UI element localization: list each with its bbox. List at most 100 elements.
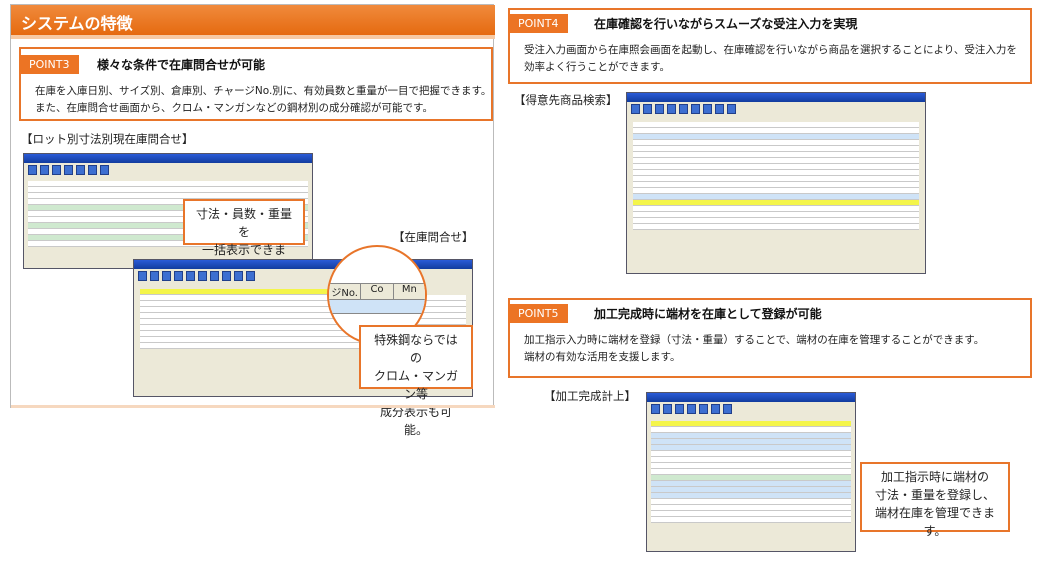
grid-row	[633, 146, 919, 152]
toolbar-icon	[210, 271, 219, 281]
grid-row	[633, 164, 919, 170]
toolbar-icon	[150, 271, 159, 281]
toolbar-icon	[643, 104, 652, 114]
grid-row	[28, 229, 308, 235]
callout-components: 特殊鋼ならではの クロム・マンガン等 成分表示も可能。	[359, 325, 473, 437]
grid-row	[633, 134, 919, 140]
point3-desc-line1: 在庫を入庫日別、サイズ別、倉庫別、チャージNo.別に、有効員数と重量が一目で把握…	[35, 85, 492, 97]
grid-row	[140, 331, 466, 337]
window-titlebar	[647, 393, 855, 402]
point5-box: POINT5 加工完成時に端材を在庫として登録が可能 加工指示入力時に端材を登録…	[508, 298, 1032, 378]
grid-row	[28, 235, 308, 241]
point5-tag: POINT5	[508, 304, 569, 323]
toolbar-icon	[234, 271, 243, 281]
point4-desc-line1: 受注入力画面から在庫照会画面を起動し、在庫確認を行いながら商品を選択することによ…	[524, 44, 1017, 56]
grid-row	[140, 325, 466, 331]
toolbar-icon	[138, 271, 147, 281]
grid-row	[140, 307, 466, 313]
toolbar-icon	[88, 165, 97, 175]
point4-desc-line2: 効率よく行うことができます。	[524, 61, 670, 73]
grid-row	[651, 463, 851, 469]
grid-row	[651, 475, 851, 481]
grid-row	[651, 427, 851, 433]
toolbar-icon	[715, 104, 724, 114]
grid-row	[651, 445, 851, 451]
toolbar-icon	[246, 271, 255, 281]
grid-row	[633, 194, 919, 200]
grid-row	[28, 181, 308, 187]
toolbar-icon	[186, 271, 195, 281]
grid-row	[651, 511, 851, 517]
window-grid	[627, 118, 925, 234]
point5-title: 加工完成時に端材を在庫として登録が可能	[594, 307, 822, 321]
grid-row	[28, 223, 308, 229]
point5-desc-line2: 端材の有効な活用を支援します。	[524, 351, 681, 363]
toolbar-icon	[667, 104, 676, 114]
window-toolbar	[627, 102, 925, 118]
grid-row	[651, 505, 851, 511]
toolbar-icon	[76, 165, 85, 175]
grid-row	[633, 140, 919, 146]
point5-desc-line1: 加工指示入力時に端材を登録（寸法・重量）することで、端材の在庫を管理することがで…	[524, 334, 985, 346]
grid-row	[651, 421, 851, 427]
bottom-rule	[11, 405, 495, 408]
toolbar-icon	[679, 104, 688, 114]
toolbar-icon	[631, 104, 640, 114]
grid-row	[633, 122, 919, 128]
toolbar-icon	[675, 404, 684, 414]
grid-row	[651, 433, 851, 439]
grid-row	[651, 439, 851, 445]
point4-title: 在庫確認を行いながらスムーズな受注入力を実現	[594, 17, 858, 31]
grid-row	[633, 176, 919, 182]
toolbar-icon	[703, 104, 712, 114]
callout-line: 特殊鋼ならではの	[374, 333, 458, 365]
grid-row	[651, 457, 851, 463]
caption-process-complete: 【加工完成計上】	[544, 389, 636, 403]
grid-row	[651, 487, 851, 493]
toolbar-icon	[723, 404, 732, 414]
point3-desc-line2: また、在庫問合せ画面から、クロム・マンガンなどの鋼材別の成分確認が可能です。	[35, 102, 433, 114]
caption-customer-search: 【得意先商品検索】	[514, 93, 618, 107]
grid-row	[651, 469, 851, 475]
toolbar-icon	[687, 404, 696, 414]
grid-row	[28, 205, 308, 211]
zoom-header-row: ジNo. Co Mn	[329, 283, 425, 300]
grid-row	[633, 224, 919, 230]
toolbar-icon	[162, 271, 171, 281]
toolbar-icon	[691, 104, 700, 114]
grid-row	[651, 499, 851, 505]
window-toolbar	[24, 163, 312, 179]
grid-row	[28, 193, 308, 199]
toolbar-icon	[198, 271, 207, 281]
process-complete-window	[646, 392, 856, 552]
grid-row	[633, 206, 919, 212]
grid-row	[28, 187, 308, 193]
grid-row	[633, 170, 919, 176]
grid-row	[28, 241, 308, 247]
toolbar-icon	[727, 104, 736, 114]
point3-box: POINT3 様々な条件で在庫問合せが可能 在庫を入庫日別、サイズ別、倉庫別、チ…	[19, 47, 493, 121]
grid-row	[633, 152, 919, 158]
grid-row	[651, 451, 851, 457]
grid-row	[633, 188, 919, 194]
zoom-header-cell: ジNo.	[329, 284, 362, 299]
grid-row	[140, 313, 466, 319]
zoom-header-cell: Mn	[401, 284, 417, 295]
point4-tag: POINT4	[508, 14, 569, 33]
callout-line: 加工指示時に端材の	[880, 470, 989, 484]
window-grid	[647, 418, 855, 526]
toolbar-icon	[64, 165, 73, 175]
toolbar-icon	[40, 165, 49, 175]
grid-row	[633, 218, 919, 224]
grid-row	[633, 182, 919, 188]
grid-row	[140, 337, 466, 343]
callout-line: 寸法・重量を登録し、	[874, 488, 995, 502]
grid-row	[140, 301, 466, 307]
window-grid	[134, 285, 472, 353]
grid-row	[651, 493, 851, 499]
zoom-header-cell: Co	[361, 284, 394, 299]
grid-row	[633, 158, 919, 164]
point4-box: POINT4 在庫確認を行いながらスムーズな受注入力を実現 受注入力画面から在庫…	[508, 8, 1032, 84]
section-stripe	[11, 35, 495, 39]
customer-search-window	[626, 92, 926, 274]
